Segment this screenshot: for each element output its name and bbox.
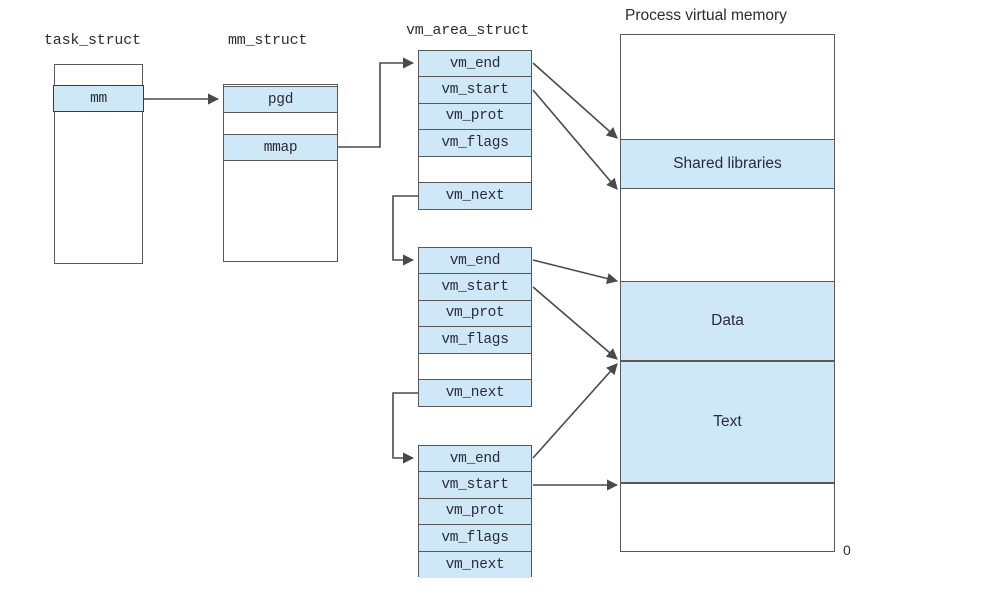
- vma3-row-vm-next[interactable]: vm_next: [419, 551, 531, 578]
- vma1-row-vm-next[interactable]: vm_next: [419, 182, 531, 210]
- mem-segment-shared-libraries[interactable]: Shared libraries: [621, 139, 834, 189]
- mem-segment-bottom-gap: [621, 483, 834, 551]
- wire-vma1-next-to-vma2: [392, 195, 418, 266]
- process-virtual-memory-title: Process virtual memory: [625, 7, 787, 24]
- vma2-row-blank: [419, 353, 531, 380]
- wire-vma2-next-to-vma3: [392, 392, 418, 464]
- vma3-row-vm-prot[interactable]: vm_prot: [419, 498, 531, 526]
- mm-struct-box: [223, 84, 338, 262]
- vm-area-struct-block-3: vm_end vm_start vm_prot vm_flags vm_next: [418, 445, 532, 578]
- memory-bottom-address-label: 0: [843, 542, 851, 558]
- mem-segment-data[interactable]: Data: [621, 281, 834, 361]
- vma2-row-vm-prot[interactable]: vm_prot: [419, 300, 531, 328]
- wire-vma3-end-to-text-top: [532, 363, 618, 459]
- vma1-row-blank: [419, 156, 531, 183]
- mm-struct-title: mm_struct: [228, 32, 308, 49]
- task-struct-title: task_struct: [44, 32, 141, 49]
- vm-area-struct-block-2: vm_end vm_start vm_prot vm_flags vm_next: [418, 247, 532, 407]
- vma2-row-vm-start[interactable]: vm_start: [419, 274, 531, 301]
- vma1-row-vm-prot[interactable]: vm_prot: [419, 103, 531, 131]
- vma3-row-vm-end[interactable]: vm_end: [419, 446, 531, 473]
- mm-struct-field-pgd[interactable]: pgd: [223, 86, 338, 113]
- wire-vma1-end-to-shlib-top: [532, 62, 618, 139]
- task-struct-field-mm[interactable]: mm: [53, 85, 144, 112]
- mem-segment-top-gap: [621, 35, 834, 139]
- vma3-row-vm-flags[interactable]: vm_flags: [419, 525, 531, 552]
- vma1-row-vm-start[interactable]: vm_start: [419, 77, 531, 104]
- mem-segment-text[interactable]: Text: [621, 361, 834, 483]
- vma1-row-vm-end[interactable]: vm_end: [419, 51, 531, 78]
- vma1-row-vm-flags[interactable]: vm_flags: [419, 130, 531, 157]
- vm-area-struct-title: vm_area_struct: [406, 22, 530, 39]
- vma2-row-vm-end[interactable]: vm_end: [419, 248, 531, 275]
- wire-vma2-start-to-data-bottom: [532, 286, 618, 360]
- wire-mmap-to-vma1: [338, 57, 415, 148]
- mem-segment-middle-gap: [621, 189, 834, 281]
- vma3-row-vm-start[interactable]: vm_start: [419, 472, 531, 499]
- wire-vma1-start-to-shlib-bottom: [532, 89, 618, 190]
- vm-area-struct-block-1: vm_end vm_start vm_prot vm_flags vm_next: [418, 50, 532, 210]
- process-virtual-memory-column: Shared libraries Data Text: [620, 34, 835, 552]
- vma2-row-vm-flags[interactable]: vm_flags: [419, 327, 531, 354]
- vma2-row-vm-next[interactable]: vm_next: [419, 379, 531, 407]
- mm-struct-field-mmap[interactable]: mmap: [223, 134, 338, 161]
- wire-vma2-end-to-data-top: [532, 259, 619, 284]
